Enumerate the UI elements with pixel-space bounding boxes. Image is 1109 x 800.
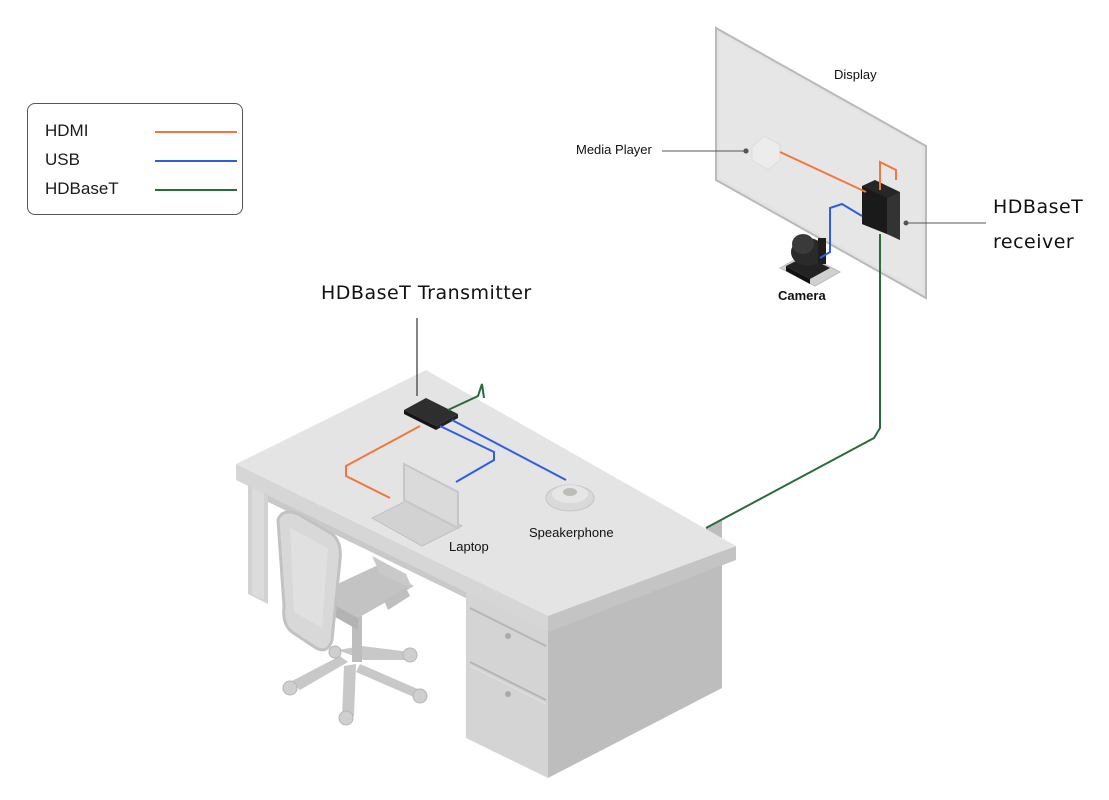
legend-item-hdbaset: HDBaseT [45,177,237,201]
receiver-label-line1: HDBaseT [993,196,1084,218]
hdbaset-cable-wall [705,234,881,529]
legend-swatch-usb [155,160,237,162]
media-player-label: Media Player [576,142,652,157]
laptop-label: Laptop [449,539,489,554]
legend-item-hdmi: HDMI [45,119,237,143]
office-chair [276,510,428,726]
legend-item-usb: USB [45,148,237,172]
hdmi-cable-display [779,151,867,193]
desk [236,370,736,778]
camera [778,234,842,287]
usb-cable-camera [819,202,863,259]
transmitter-label: HDBaseT Transmitter [321,282,532,304]
hdbaset-cable-desk [447,383,485,411]
legend: HDMI USB HDBaseT [27,103,243,215]
camera-label: Camera [778,288,826,303]
legend-swatch-hdmi [155,131,237,133]
legend-label: USB [45,150,80,169]
legend-label: HDMI [45,121,89,140]
hdmi-cable-display-riser [879,160,897,190]
cables [345,151,897,529]
legend-swatch-hdbaset [155,189,237,191]
legend-label: HDBaseT [45,179,119,198]
usb-cable-laptop [439,425,495,483]
display-label: Display [834,67,877,82]
usb-cable-speakerphone [451,419,567,481]
laptop [370,462,464,547]
receiver-label-line2: receiver [993,231,1075,253]
hdmi-cable-desk [345,425,421,499]
speakerphone-label: Speakerphone [529,525,614,540]
hdbaset-receiver-box [862,180,900,240]
leader-lines [416,148,986,396]
speakerphone [545,484,595,512]
